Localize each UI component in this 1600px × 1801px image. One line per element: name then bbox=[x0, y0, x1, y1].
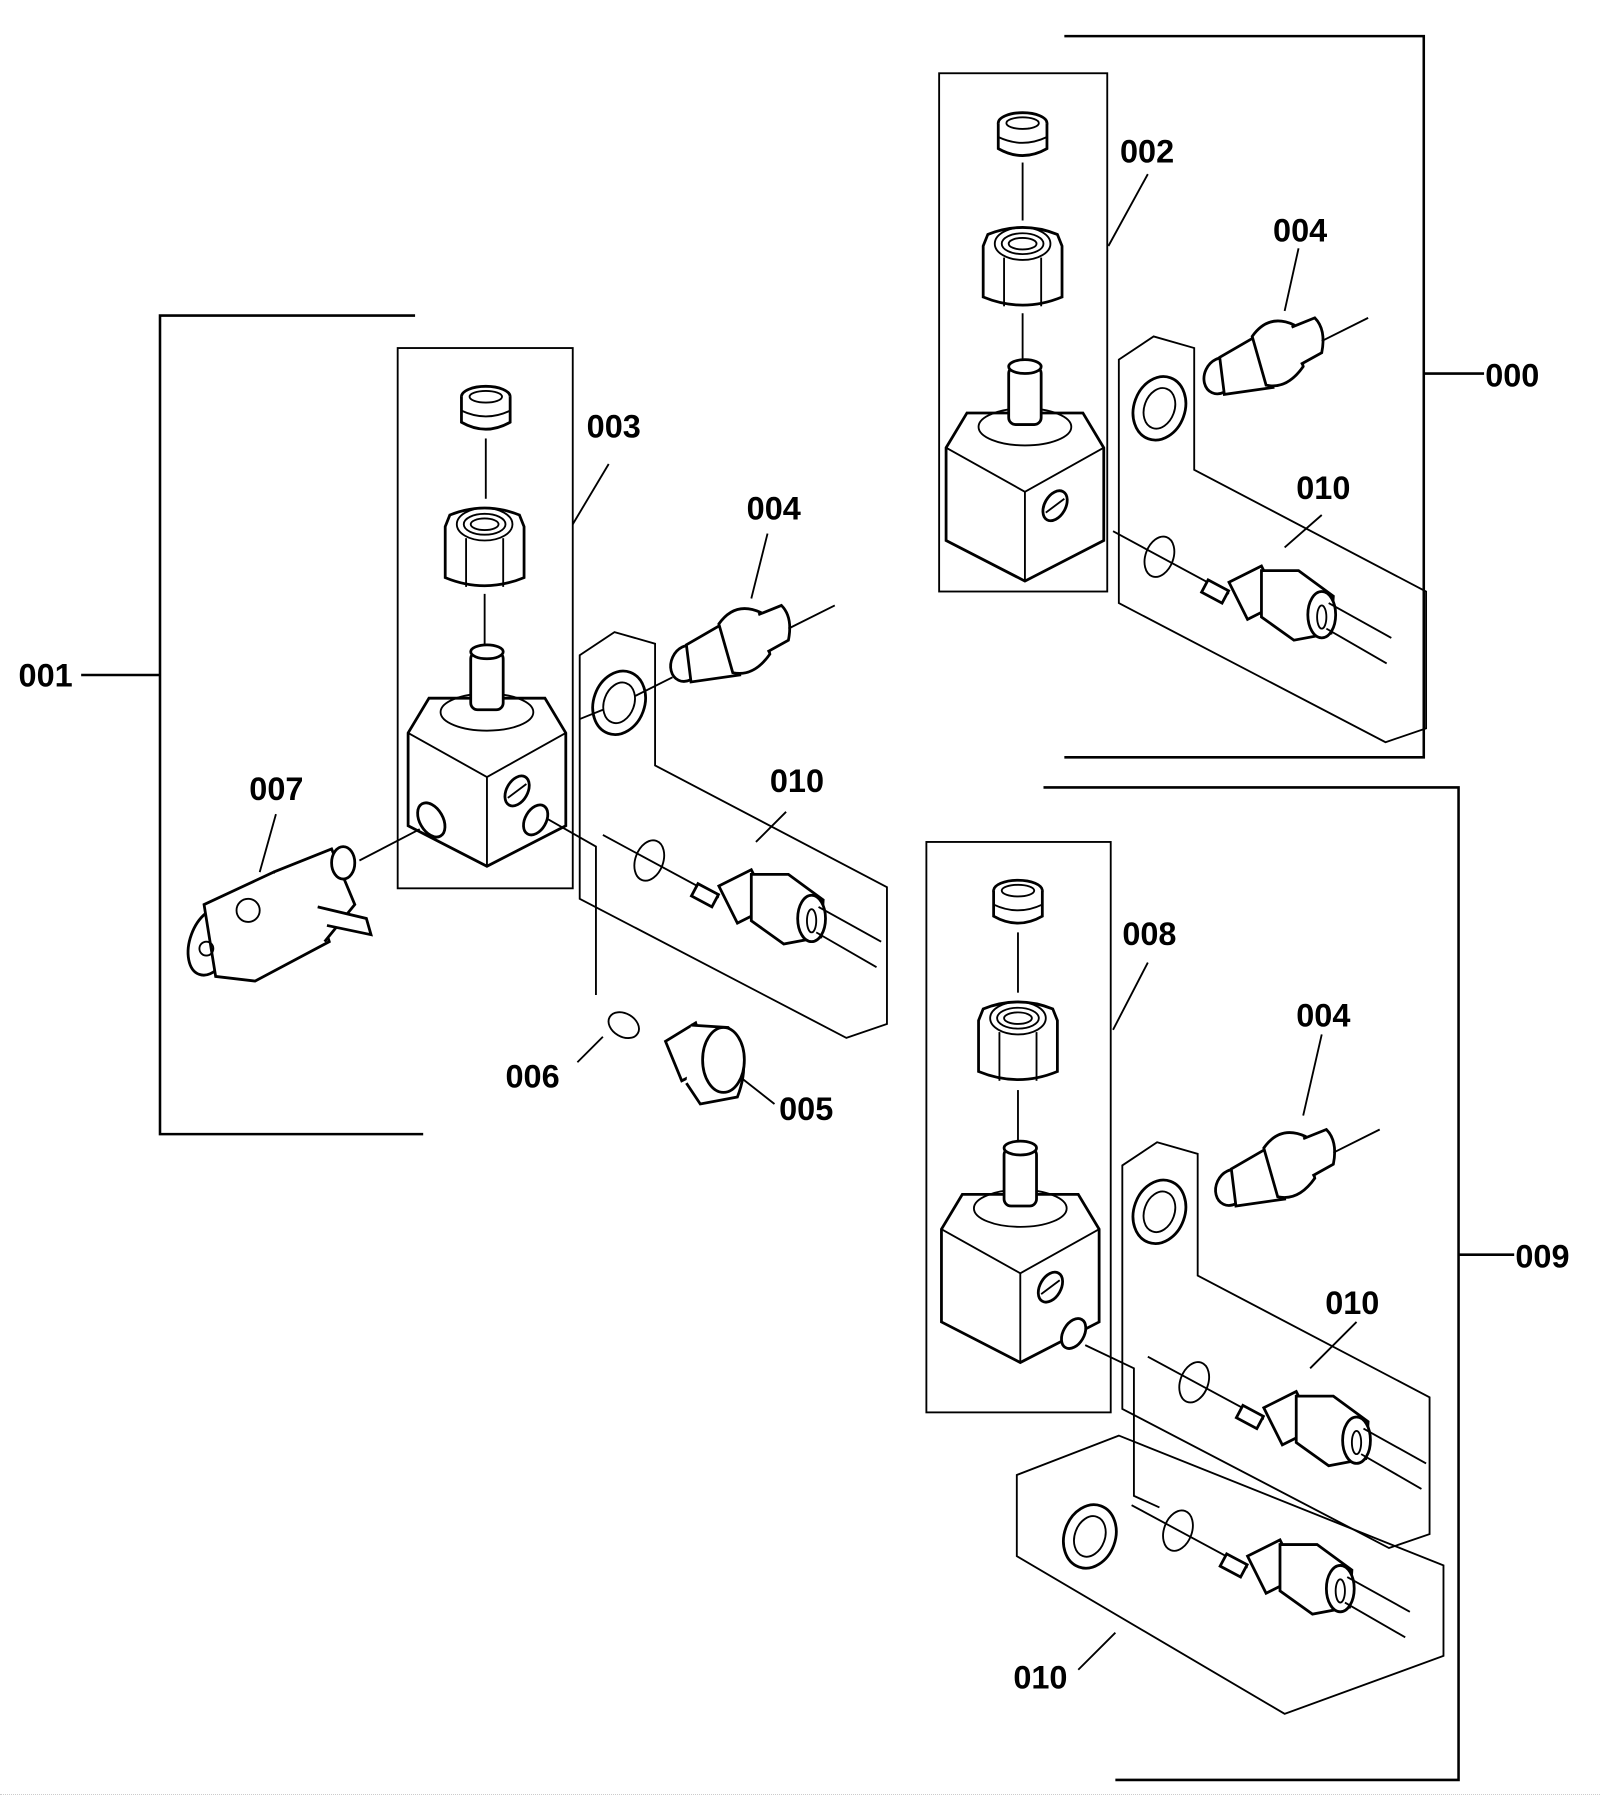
callout-010-left[interactable]: 010 bbox=[770, 763, 824, 799]
bracket-001 bbox=[158, 314, 424, 1136]
nut-part bbox=[443, 506, 526, 589]
callout-003[interactable]: 003 bbox=[587, 408, 641, 444]
callout-010-top[interactable]: 010 bbox=[1296, 470, 1350, 506]
assembly-001: 001 003 007 004 bbox=[19, 314, 888, 1136]
callout-008[interactable]: 008 bbox=[1122, 916, 1176, 952]
valve-007 bbox=[186, 828, 421, 983]
bracket-000 bbox=[1064, 34, 1426, 759]
callout-004-low[interactable]: 004 bbox=[1296, 997, 1350, 1033]
callout-004-top[interactable]: 004 bbox=[1273, 212, 1327, 248]
callout-002[interactable]: 002 bbox=[1120, 134, 1174, 170]
callout-007[interactable]: 007 bbox=[249, 771, 303, 807]
callout-010-mid[interactable]: 010 bbox=[1325, 1285, 1379, 1321]
callout-001[interactable]: 001 bbox=[19, 658, 73, 694]
washer-part bbox=[582, 662, 656, 744]
bracket-009 bbox=[1043, 786, 1460, 1782]
sleeve-part bbox=[460, 384, 512, 431]
assembly-000: 000 002 004 010 bbox=[938, 34, 1539, 759]
callout-004-left[interactable]: 004 bbox=[747, 491, 801, 527]
box-002 bbox=[938, 72, 1109, 593]
callout-009[interactable]: 009 bbox=[1515, 1238, 1569, 1274]
box-003 bbox=[396, 347, 574, 890]
assembly-009: 009 008 004 010 010 bbox=[925, 786, 1570, 1782]
adapter-004 bbox=[663, 604, 837, 688]
callout-006[interactable]: 006 bbox=[506, 1059, 560, 1095]
callout-000[interactable]: 000 bbox=[1485, 357, 1539, 393]
callout-010-low[interactable]: 010 bbox=[1013, 1659, 1067, 1695]
connector-010 bbox=[601, 833, 883, 969]
callout-005[interactable]: 005 bbox=[779, 1091, 833, 1127]
page-edge bbox=[0, 1794, 1600, 1795]
box-008 bbox=[925, 841, 1112, 1414]
plug-005 bbox=[663, 1020, 746, 1106]
